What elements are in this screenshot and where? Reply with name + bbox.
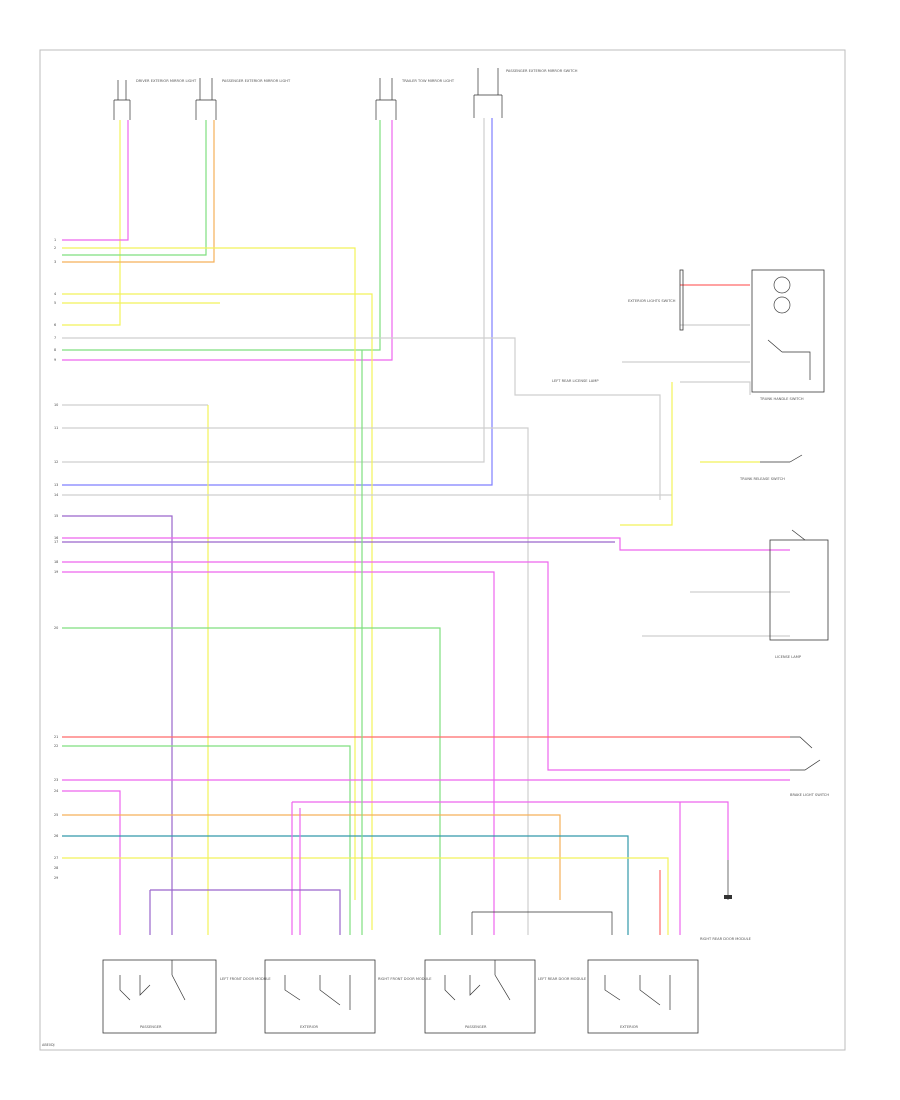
- harness-pin-label: 11: [54, 426, 58, 430]
- harness-pin-label: 14: [54, 493, 58, 497]
- harness-pin-label: 10: [54, 403, 58, 407]
- harness-pin-label: 26: [54, 834, 58, 838]
- footer-code: ABE0DJ: [42, 1043, 55, 1047]
- wire-gray-2: [62, 337, 661, 500]
- harness-pin-label: 28: [54, 866, 58, 870]
- door-module-4: EXTERIOR RIGHT REAR DOOR MODULE: [587, 937, 752, 1034]
- wire-green-3: [62, 627, 441, 935]
- wire-purple-1: [62, 515, 173, 935]
- trunk-handle-switch: TRUNK HANDLE SWITCH: [751, 269, 825, 401]
- top-connector-1: DRIVER EXTERIOR MIRROR LIGHT: [113, 79, 197, 120]
- wire-yellow-3: [62, 293, 373, 930]
- harness-pin-labels: 1234567891011121314151617181920212223242…: [54, 238, 58, 880]
- harness-pin-label: 3: [54, 260, 56, 264]
- svg-text:PASSENGER EXTERIOR MIRROR SWIT: PASSENGER EXTERIOR MIRROR SWITCH: [506, 69, 578, 73]
- svg-text:PASSENGER: PASSENGER: [465, 1025, 487, 1029]
- harness-pin-label: 19: [54, 570, 58, 574]
- harness-pin-label: 1: [54, 238, 56, 242]
- harness-pin-label: 5: [54, 301, 56, 305]
- harness-pin-label: 12: [54, 460, 58, 464]
- svg-text:EXTERIOR LIGHTS SWITCH: EXTERIOR LIGHTS SWITCH: [628, 299, 676, 303]
- wire-pink-1: [62, 120, 129, 241]
- svg-text:TRAILER TOW MIRROR LIGHT: TRAILER TOW MIRROR LIGHT: [401, 79, 455, 83]
- wire-pink-7: [62, 790, 121, 935]
- wire-yellow-1: [62, 120, 121, 326]
- harness-pin-label: 13: [54, 483, 58, 487]
- ground-connector: [724, 860, 732, 900]
- svg-text:BRAKE LIGHT SWITCH: BRAKE LIGHT SWITCH: [790, 793, 829, 797]
- harness-pin-label: 17: [54, 540, 58, 544]
- wire-pink-8: [292, 801, 729, 860]
- wire-orange-2: [62, 814, 561, 900]
- svg-text:EXTERIOR: EXTERIOR: [300, 1025, 319, 1029]
- svg-text:EXTERIOR: EXTERIOR: [620, 1025, 639, 1029]
- svg-text:TRUNK RELEASE SWITCH: TRUNK RELEASE SWITCH: [739, 477, 785, 481]
- harness-pin-label: 15: [54, 514, 58, 518]
- wire-gray-8: [680, 381, 751, 395]
- harness-pin-label: 25: [54, 813, 58, 817]
- svg-text:LEFT REAR DOOR MODULE: LEFT REAR DOOR MODULE: [538, 977, 587, 981]
- svg-text:TRUNK HANDLE SWITCH: TRUNK HANDLE SWITCH: [759, 397, 804, 401]
- svg-text:LEFT REAR LICENSE LAMP: LEFT REAR LICENSE LAMP: [552, 379, 599, 383]
- wire-green-4: [62, 745, 351, 935]
- wire-purple-3: [149, 889, 341, 935]
- svg-text:DRIVER EXTERIOR MIRROR LIGHT: DRIVER EXTERIOR MIRROR LIGHT: [136, 79, 197, 83]
- exterior-lights-switch: EXTERIOR LIGHTS SWITCH: [628, 269, 684, 331]
- wire-pink-2: [62, 120, 393, 361]
- harness-pin-label: 20: [54, 626, 58, 630]
- harness-pin-label: 18: [54, 560, 58, 564]
- svg-text:RIGHT REAR DOOR MODULE: RIGHT REAR DOOR MODULE: [700, 937, 752, 941]
- left-rear-license-lamp: LEFT REAR LICENSE LAMP: [552, 379, 599, 383]
- harness-pin-label: 6: [54, 323, 56, 327]
- harness-pin-label: 29: [54, 876, 58, 880]
- trunk-release-switch: TRUNK RELEASE SWITCH: [739, 454, 803, 481]
- harness-pin-label: 8: [54, 348, 56, 352]
- wire-blue-1: [62, 118, 493, 486]
- harness-pin-label: 2: [54, 246, 56, 250]
- top-connector-4: PASSENGER EXTERIOR MIRROR SWITCH: [473, 68, 578, 118]
- wire-gray-4: [62, 427, 529, 935]
- harness-pin-label: 22: [54, 744, 58, 748]
- wire-yellow-6: [62, 857, 669, 935]
- harness-pin-label: 27: [54, 856, 58, 860]
- svg-text:RIGHT FRONT DOOR MODULE: RIGHT FRONT DOOR MODULE: [378, 977, 432, 981]
- wire-yellow-2: [62, 247, 356, 900]
- door-module-1: PASSENGER LEFT FRONT DOOR MODULE: [102, 959, 271, 1034]
- svg-text:PASSENGER EXTERIOR MIRROR LIGH: PASSENGER EXTERIOR MIRROR LIGHT: [222, 79, 291, 83]
- harness-pin-label: 16: [54, 536, 58, 540]
- wire-teal-1: [62, 835, 629, 935]
- harness-pin-label: 23: [54, 778, 58, 782]
- top-connector-2: PASSENGER EXTERIOR MIRROR LIGHT: [195, 78, 291, 120]
- wire-orange-1: [62, 120, 215, 263]
- wire-pink-5: [62, 571, 495, 935]
- svg-text:PASSENGER: PASSENGER: [140, 1025, 162, 1029]
- wire-gray-1: [62, 118, 485, 463]
- harness-pin-label: 7: [54, 336, 56, 340]
- wire-black-1: [471, 911, 613, 935]
- license-lamp-box: LICENSE LAMP: [769, 529, 829, 659]
- wire-pink-3: [62, 537, 790, 551]
- harness-pin-label: 4: [54, 292, 56, 296]
- top-connector-3: TRAILER TOW MIRROR LIGHT: [375, 78, 455, 120]
- door-module-3: PASSENGER LEFT REAR DOOR MODULE: [424, 959, 587, 1034]
- svg-text:LICENSE LAMP: LICENSE LAMP: [775, 655, 802, 659]
- svg-text:LEFT FRONT DOOR MODULE: LEFT FRONT DOOR MODULE: [220, 977, 271, 981]
- diagram-frame: [39, 49, 846, 1051]
- wire-green-2: [62, 120, 381, 351]
- wire-group: [62, 118, 790, 935]
- harness-pin-label: 24: [54, 789, 58, 793]
- wire-yellow-7: [620, 382, 673, 526]
- door-module-2: EXTERIOR RIGHT FRONT DOOR MODULE: [264, 959, 432, 1034]
- brake-light-switch: BRAKE LIGHT SWITCH: [790, 736, 829, 797]
- harness-pin-label: 9: [54, 358, 56, 362]
- wire-green-1: [62, 120, 207, 256]
- wire-pink-4: [62, 561, 790, 771]
- harness-pin-label: 21: [54, 735, 58, 739]
